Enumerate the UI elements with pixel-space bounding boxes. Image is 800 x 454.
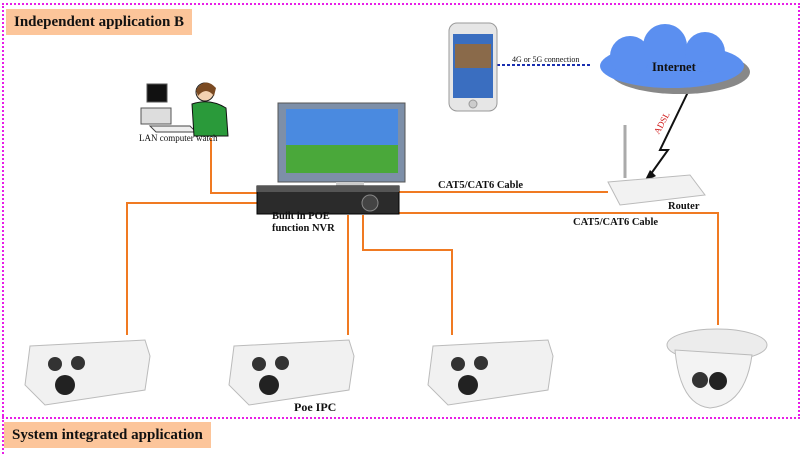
- nvr-label-line2: function NVR: [272, 223, 335, 234]
- independent-application-frame: [2, 3, 800, 419]
- lan-computer-label: LAN computer watch: [139, 133, 218, 143]
- cable-camera-1: [126, 202, 258, 335]
- independent-application-title: Independent application B: [6, 9, 193, 35]
- cable-camera-3: [362, 215, 453, 335]
- lan-computer-icon: [140, 82, 229, 137]
- monitor-icon: [277, 102, 406, 190]
- system-integrated-title: System integrated application: [4, 422, 211, 448]
- bullet-camera-1: [24, 339, 151, 406]
- cable-dome-label: CAT5/CAT6 Cable: [573, 217, 659, 228]
- nvr-label-line1: Built in POE: [272, 211, 330, 222]
- router-label: Router: [668, 201, 700, 212]
- 4g-5g-connection-label: 4G or 5G connection: [512, 55, 580, 64]
- internet-label: Internet: [652, 60, 696, 74]
- adsl-link: [647, 91, 689, 179]
- cable-router-label: CAT5/CAT6 Cable: [438, 180, 524, 191]
- poe-ipc-label: Poe IPC: [294, 400, 337, 414]
- bullet-camera-3: [427, 339, 554, 406]
- nvr-icon: [256, 185, 400, 215]
- cable-dome: [380, 212, 719, 325]
- cables: [126, 138, 719, 335]
- router-icon: [607, 125, 706, 206]
- bullet-camera-2: [228, 339, 355, 406]
- internet-cloud-icon: [600, 24, 750, 94]
- dome-camera: [666, 328, 768, 409]
- system-application-frame: [2, 415, 6, 454]
- smartphone-icon: [448, 22, 498, 112]
- cable-lan-computer: [210, 138, 258, 194]
